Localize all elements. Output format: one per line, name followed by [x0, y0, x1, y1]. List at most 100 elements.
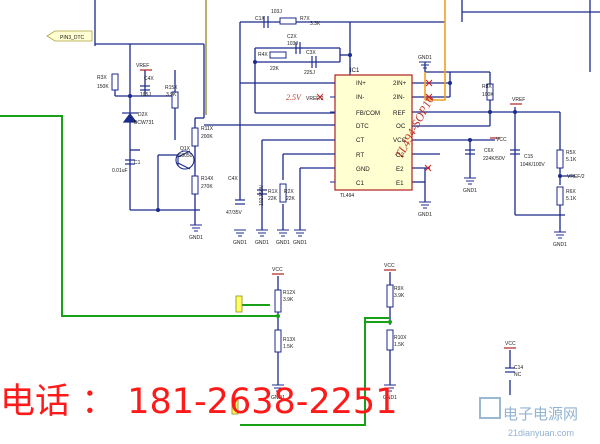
label-r5x: R5X — [566, 150, 576, 156]
label-c4x-val: 105J — [140, 92, 151, 98]
label-c15: C15 — [524, 154, 533, 160]
label-r7x-val: 3.3K — [310, 21, 321, 27]
component-labels: C1X 103J R7X 3.3K C2X 103J R4X 22K C3X 2… — [97, 9, 577, 378]
net-tag-pin3-dtc: PIN3_DTC — [46, 30, 93, 42]
label-r15x: R15X — [165, 85, 178, 91]
ref-voltage-note: 2.5V — [286, 93, 302, 102]
label-r8x-val: 100K — [482, 92, 494, 98]
label-c14: C14 — [514, 365, 523, 371]
svg-text:PIN3_DTC: PIN3_DTC — [60, 35, 85, 41]
label-c6x-val: 224K/50V — [483, 156, 506, 162]
label-c2x: C2X — [287, 34, 297, 40]
svg-text:GND1: GND1 — [383, 395, 397, 401]
label-c5x-val: 47/35V — [226, 210, 243, 216]
label-r11x: R11X — [201, 126, 214, 132]
label-r9x: R9X — [394, 286, 404, 292]
label-r10x-val: 1.5K — [394, 342, 405, 348]
capacitors — [125, 16, 520, 373]
pin-rt: RT — [356, 152, 364, 159]
pin-gnd: GND — [356, 166, 370, 173]
wires-orange — [424, 0, 446, 101]
label-q1x: Q1X — [180, 146, 191, 152]
svg-text:GND1: GND1 — [255, 240, 269, 246]
label-r11x-val: 200K — [201, 134, 213, 140]
no-connect-marks — [316, 79, 433, 172]
pin-c2: C2 — [396, 152, 404, 159]
label-r12x: R12X — [283, 290, 296, 296]
zener-diode-d2x — [122, 112, 138, 123]
label-r3x: R3X — [97, 75, 107, 81]
transistor-q1x — [175, 150, 195, 170]
label-d2x: D2X — [138, 112, 148, 118]
pin-vcc: VCC — [393, 137, 407, 144]
net-vref-2-ic: VREF/2 — [306, 96, 324, 102]
label-c1x-val: 103J — [271, 9, 282, 15]
net-labels: VREF VREF VREF/2 VCC VCC VCC VCC GND1 GN… — [136, 55, 585, 401]
supply-bars — [140, 69, 522, 349]
label-c3x: C3X — [306, 50, 316, 56]
label-c-ct: C4X — [228, 176, 238, 182]
watermark-cn: 电子电源网 — [503, 405, 578, 423]
label-r10x: R10X — [394, 335, 407, 341]
watermark-url: 21dianyuan.com — [508, 428, 574, 438]
connector-flags — [231, 295, 243, 415]
label-r13x: R13X — [283, 337, 296, 343]
label-r1x-val: 22K — [268, 196, 278, 202]
pin-e1: E1 — [396, 180, 404, 187]
label-c-ct-val: 102J/50V — [259, 184, 265, 206]
label-c2x-val: 103J — [287, 41, 298, 47]
pin-2in-minus: 2IN- — [393, 94, 405, 101]
pin-2in-plus: 2IN+ — [393, 80, 407, 87]
label-r2x-val: 22K — [286, 196, 296, 202]
label-r15x-val: 3.9K — [166, 92, 177, 98]
label-r6x-val: 5.1K — [566, 196, 577, 202]
pin-fbcom: FB/COM — [356, 110, 380, 117]
label-r14x-val: 270K — [201, 184, 213, 190]
label-c1-val: 0.01uF — [112, 168, 128, 174]
label-c3x-val: 225J — [304, 70, 315, 76]
ic-designator: IC1 — [350, 68, 360, 74]
ground-symbols — [190, 61, 566, 392]
ic-part-name: TL494 — [340, 193, 354, 199]
svg-text:GND1: GND1 — [189, 235, 203, 241]
pin-ref: REF — [393, 110, 406, 117]
label-r1x: R1X — [268, 189, 278, 195]
pin-in-plus: IN+ — [356, 80, 366, 87]
label-r9x-val: 3.9K — [394, 293, 405, 299]
wires-green — [0, 115, 390, 426]
pin-c1: C1 — [356, 180, 364, 187]
svg-text:GND1: GND1 — [276, 240, 290, 246]
label-c4x: C4X — [144, 76, 154, 82]
label-r4x: R4X — [258, 52, 268, 58]
svg-text:GND1: GND1 — [553, 242, 567, 248]
site-watermark: 电子电源网 21dianyuan.com — [479, 397, 578, 438]
label-r3x-val: 150K — [97, 84, 109, 90]
label-r12x-val: 3.9K — [283, 297, 294, 303]
label-c6x: C6X — [484, 148, 494, 154]
ic-tl494: IC1 TL494-SOP16 TL494 IN+ IN- FB/COM DTC… — [330, 68, 437, 199]
pin-oc: OC — [396, 123, 406, 130]
svg-text:VREF/2: VREF/2 — [567, 174, 585, 180]
svg-text:GND1: GND1 — [418, 212, 432, 218]
label-c1: C1 — [134, 160, 141, 166]
label-c1x: C1X — [255, 16, 265, 22]
svg-text:VCC: VCC — [496, 137, 507, 143]
svg-text:GND1: GND1 — [463, 188, 477, 194]
svg-text:VCC: VCC — [384, 263, 395, 269]
svg-text:VCC: VCC — [505, 341, 516, 347]
label-r13x-val: 1.5K — [283, 344, 294, 350]
pin-e2: E2 — [396, 166, 404, 173]
pin-in-minus: IN- — [356, 94, 364, 101]
junction-dots — [128, 53, 562, 324]
label-c15-val: 104K/100V — [520, 162, 545, 168]
label-r7x: R7X — [300, 16, 310, 22]
label-c14-val: NC — [514, 372, 522, 378]
pin-ct: CT — [356, 137, 364, 144]
label-r8x: R8X — [482, 84, 492, 90]
pin-dtc: DTC — [356, 123, 369, 130]
label-r2x: R2X — [284, 189, 294, 195]
svg-text:GND1: GND1 — [233, 240, 247, 246]
svg-text:VCC: VCC — [272, 267, 283, 273]
